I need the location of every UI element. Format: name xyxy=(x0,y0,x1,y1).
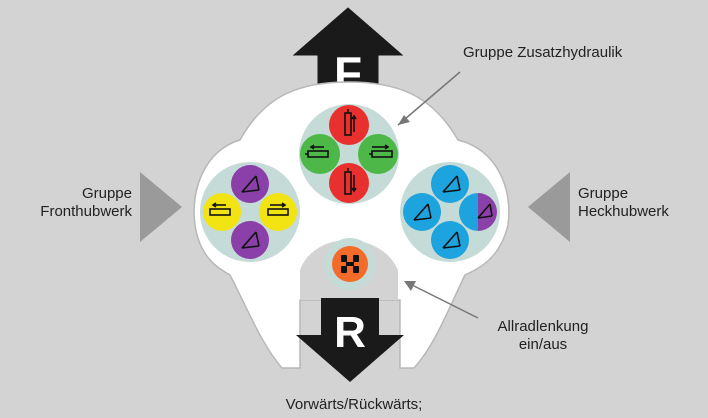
leader-zusatz-head xyxy=(398,115,410,125)
label-allrad-line2: ein/aus xyxy=(518,336,568,353)
zusatz-button-right[interactable] xyxy=(358,134,398,174)
heck-button-right[interactable] xyxy=(478,193,497,231)
forward-arrow: F xyxy=(292,7,404,99)
right-pointer xyxy=(528,172,570,242)
leader-allrad xyxy=(407,282,479,319)
zusatz-button-down[interactable] xyxy=(329,163,369,203)
group-zusatzhydraulik xyxy=(299,104,399,204)
leader-allrad-head xyxy=(404,281,416,291)
group-allrad xyxy=(324,238,376,290)
label-vorwaerts-rueckwaerts: Vorwärts/Rückwärts; xyxy=(285,396,423,413)
left-pointer xyxy=(140,172,182,242)
cylinder-icon xyxy=(305,109,393,195)
group-heckhubwerk xyxy=(400,162,500,262)
label-heckhubwerk-line1: Gruppe xyxy=(578,185,629,202)
label-fronthubwerk: Gruppe Fronthubwerk xyxy=(40,185,132,221)
reverse-arrow: R xyxy=(296,298,404,382)
steering-icon xyxy=(341,255,359,273)
group-fronthubwerk xyxy=(200,162,300,262)
label-fronthubwerk-line2: Fronthubwerk xyxy=(40,203,132,220)
reverse-letter: R xyxy=(334,308,366,357)
label-zusatzhydraulik: Gruppe Zusatzhydraulik xyxy=(463,44,623,61)
front-button-left[interactable] xyxy=(203,193,241,231)
label-heckhubwerk-line2: Heckhubwerk xyxy=(578,203,669,220)
zusatz-button-left[interactable] xyxy=(300,134,340,174)
label-allrad-line1: Allradlenkung xyxy=(497,318,589,335)
zusatz-button-up[interactable] xyxy=(329,105,369,145)
lift-arm-icon xyxy=(209,175,289,249)
label-allradlenkung: Allradlenkung ein/aus xyxy=(482,318,604,354)
label-heckhubwerk: Gruppe Heckhubwerk xyxy=(578,185,669,221)
label-fronthubwerk-line1: Gruppe xyxy=(81,185,132,202)
leader-zusatz xyxy=(397,71,461,126)
front-button-right[interactable] xyxy=(259,193,297,231)
lift-arm-icon xyxy=(413,175,493,249)
